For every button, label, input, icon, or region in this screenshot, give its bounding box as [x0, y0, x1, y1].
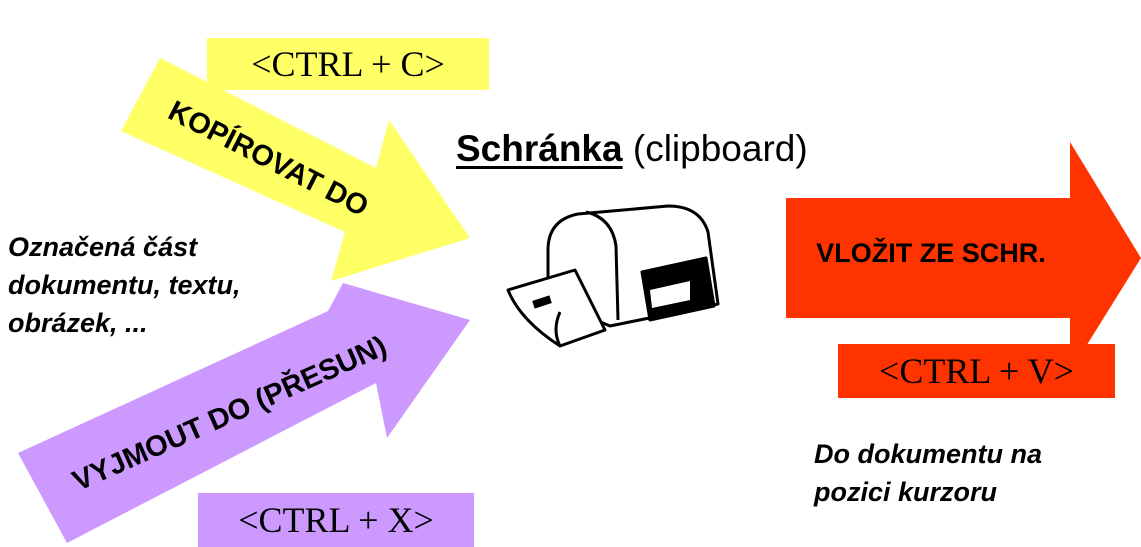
copy-arrow — [121, 58, 470, 281]
paste-shortcut-box: <CTRL + V> — [838, 344, 1115, 398]
mailbox-icon — [506, 204, 720, 348]
clipboard-title: Schránka (clipboard) — [456, 128, 808, 170]
paste-shortcut-label: <CTRL + V> — [879, 351, 1074, 391]
source-line: dokumentu, textu, — [8, 270, 241, 300]
source-line: obrázek, ... — [8, 308, 148, 338]
copy-shortcut-label: <CTRL + C> — [251, 44, 445, 84]
destination-line: pozici kurzoru — [814, 477, 998, 507]
destination-description: Do dokumentu na pozici kurzoru — [814, 435, 1042, 511]
destination-line: Do dokumentu na — [814, 439, 1042, 469]
cut-shortcut-label: <CTRL + X> — [238, 500, 434, 540]
clipboard-title-main: Schránka — [456, 128, 623, 169]
paste-arrow — [786, 142, 1141, 372]
copy-shortcut-box: <CTRL + C> — [207, 38, 489, 90]
source-description: Označená část dokumentu, textu, obrázek,… — [8, 228, 241, 342]
clipboard-title-sub: (clipboard) — [632, 128, 808, 169]
cut-arrow — [18, 283, 470, 543]
source-line: Označená část — [8, 232, 198, 262]
cut-shortcut-box: <CTRL + X> — [198, 493, 474, 547]
paste-arrow-label: VLOŽIT ZE SCHR. — [816, 238, 1046, 268]
